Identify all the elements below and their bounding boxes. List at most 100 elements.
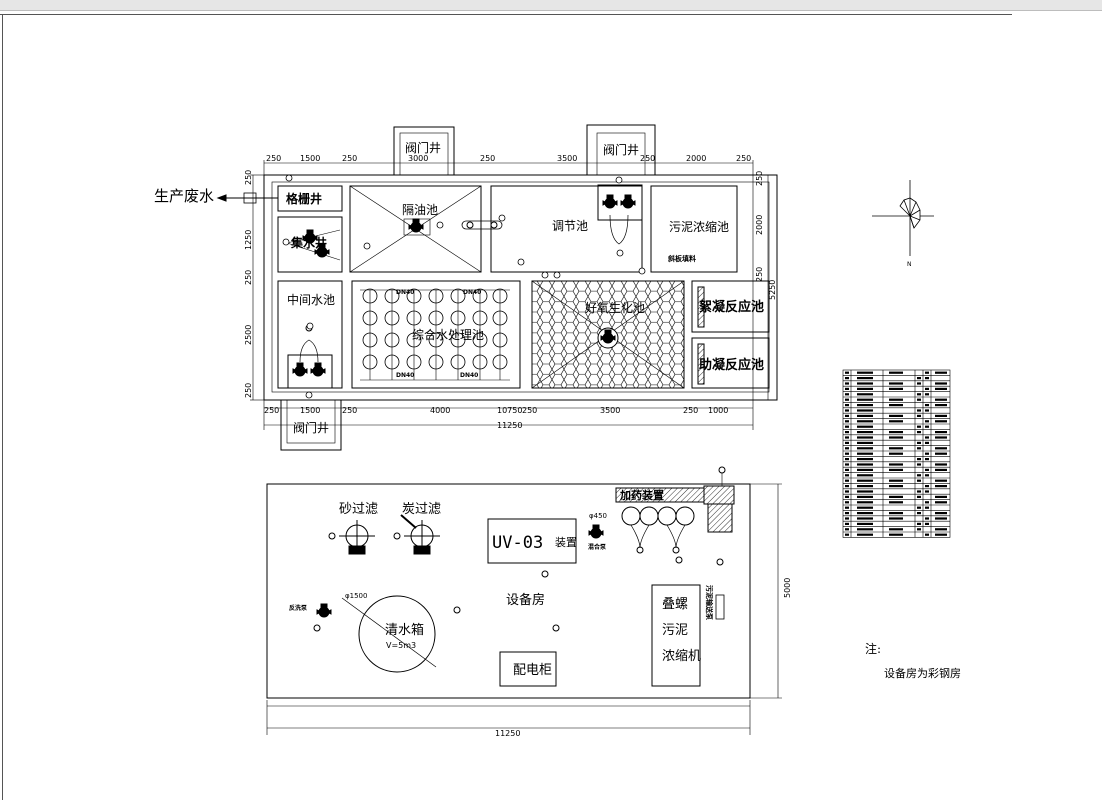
- dim-text: 2000: [755, 215, 764, 235]
- dim-text: 3500: [600, 406, 620, 415]
- table-cell-text: [845, 458, 849, 461]
- table-cell-text: [935, 420, 947, 423]
- table-cell-text: [889, 533, 903, 536]
- note-body: 设备房为彩钢房: [884, 666, 961, 680]
- table-cell-text: [845, 404, 849, 407]
- table-cell-text: [935, 371, 947, 374]
- dim-text: 5000: [783, 578, 792, 598]
- table-cell-text: [917, 522, 921, 525]
- distribution-cabinet: [499, 651, 557, 687]
- table-cell-text: [845, 517, 849, 520]
- table-cell-text: [917, 409, 921, 412]
- table-cell-text: [935, 398, 947, 401]
- table-cell-text: [925, 474, 929, 477]
- table-cell-text: [857, 517, 873, 520]
- dim-text: 11250: [497, 421, 522, 430]
- biochem-label: 好氧生化池: [585, 301, 645, 315]
- table-cell-text: [845, 387, 849, 390]
- table-cell-text: [925, 371, 929, 374]
- table-cell-text: [857, 414, 873, 417]
- table-cell-text: [935, 404, 947, 407]
- dim-text: 5250: [768, 280, 777, 300]
- dim-text: 250: [683, 406, 698, 415]
- dn40-label: DN40: [396, 289, 414, 296]
- coagulation-pool: [691, 337, 770, 389]
- table-cell-text: [845, 425, 849, 428]
- table-cell-text: [935, 387, 947, 390]
- table-cell-text: [845, 495, 849, 498]
- note-title: 注:: [865, 641, 881, 656]
- dim-text: 250: [244, 383, 253, 398]
- table-cell-text: [857, 431, 873, 434]
- table-cell-text: [857, 371, 873, 374]
- table-cell-text: [925, 409, 929, 412]
- table-cell-text: [857, 420, 873, 423]
- table-cell-text: [925, 533, 929, 536]
- flocc1-label: 絮凝反应池: [699, 299, 764, 315]
- drawing-border-top: [0, 14, 1012, 15]
- table-cell-text: [857, 393, 873, 396]
- screw-press-label-1: 叠螺: [662, 597, 688, 612]
- table-cell-text: [845, 441, 849, 444]
- table-cell-text: [925, 522, 929, 525]
- table-cell-text: [917, 398, 921, 401]
- uv-device-suffix: 装置: [555, 536, 577, 549]
- table-cell-text: [889, 468, 903, 471]
- table-cell-text: [857, 468, 873, 471]
- table-cell-text: [917, 393, 921, 396]
- dim-text: 250: [522, 406, 537, 415]
- dim-text: 1500: [300, 154, 320, 163]
- distribution-cabinet-label: 配电柜: [513, 663, 552, 678]
- table-cell-text: [917, 377, 921, 380]
- inlet-label: 生产废水: [154, 187, 214, 205]
- table-cell-text: [889, 485, 903, 488]
- equipment-room: [266, 466, 782, 735]
- table-cell-text: [845, 398, 849, 401]
- window-top-bar: [0, 0, 1102, 11]
- table-cell-text: [845, 447, 849, 450]
- table-cell-text: [935, 452, 947, 455]
- table-cell-text: [889, 431, 903, 434]
- packing-label: 斜板填料: [667, 254, 696, 263]
- table-cell-text: [857, 436, 873, 439]
- drawing-border-left: [2, 14, 3, 800]
- table-cell-text: [845, 501, 849, 504]
- dim-text: 250: [480, 154, 495, 163]
- table-cell-text: [845, 468, 849, 471]
- table-cell-text: [917, 495, 921, 498]
- table-cell-text: [889, 398, 903, 401]
- table-cell-text: [917, 490, 921, 493]
- table-cell-text: [857, 409, 873, 412]
- table-cell-text: [857, 506, 873, 509]
- table-cell-text: [925, 501, 929, 504]
- table-cell-text: [935, 512, 947, 515]
- dim-text: 250: [736, 154, 751, 163]
- table-cell-text: [845, 474, 849, 477]
- table-cell-text: [917, 458, 921, 461]
- table-cell-text: [917, 447, 921, 450]
- table-cell-text: [857, 474, 873, 477]
- table-cell-text: [845, 420, 849, 423]
- table-cell-text: [845, 533, 849, 536]
- table-cell-text: [857, 512, 873, 515]
- table-cell-text: [857, 522, 873, 525]
- table-cell-text: [889, 452, 903, 455]
- table-cell-text: [935, 468, 947, 471]
- collect-well: [277, 216, 343, 273]
- dosing-label: 加药装置: [619, 488, 664, 502]
- table-cell-text: [925, 425, 929, 428]
- clean-water-tank: [358, 595, 436, 673]
- table-cell-text: [845, 452, 849, 455]
- dim-text: 1500: [300, 406, 320, 415]
- table-cell-text: [857, 425, 873, 428]
- table-cell-text: [917, 425, 921, 428]
- table-cell-text: [925, 436, 929, 439]
- table-cell-text: [889, 436, 903, 439]
- table-cell-text: [857, 458, 873, 461]
- screw-press-label-2: 污泥: [662, 623, 688, 638]
- table-cell-text: [889, 512, 903, 515]
- table-cell-text: [925, 490, 929, 493]
- table-cell-text: [925, 393, 929, 396]
- table-cell-text: [889, 463, 903, 466]
- dim-text: 1000: [708, 406, 728, 415]
